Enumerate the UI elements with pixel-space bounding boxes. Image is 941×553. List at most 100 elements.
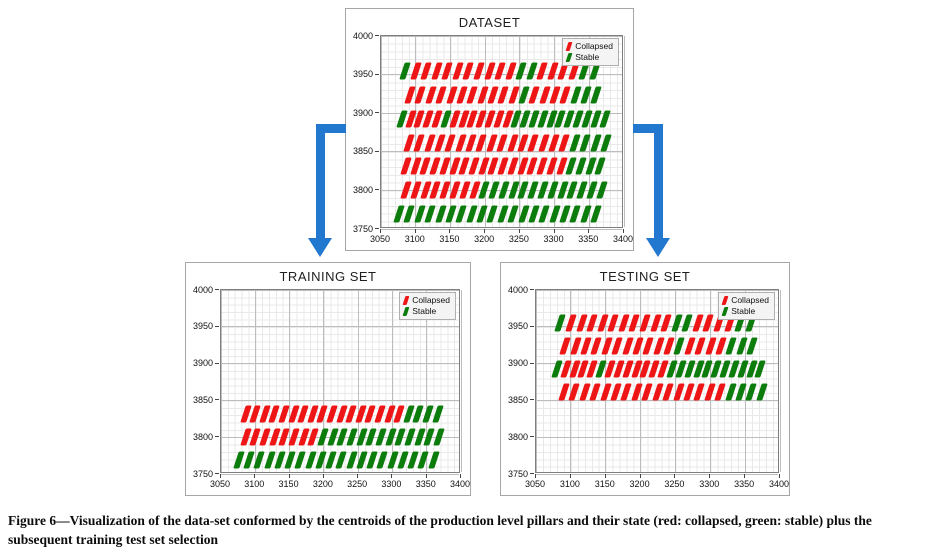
gridline	[744, 290, 746, 472]
y-tick	[215, 289, 219, 290]
x-tick	[709, 474, 711, 478]
y-tick-label: 4000	[352, 30, 373, 41]
x-tick	[460, 474, 461, 478]
gridline	[570, 290, 572, 472]
collapsed-pillar-marker	[414, 86, 427, 104]
stable-pillar-marker	[399, 62, 412, 80]
x-tick-label: 3400	[449, 479, 471, 489]
y-tick-label: 3750	[507, 468, 528, 479]
collapsed-pillar-marker	[445, 86, 458, 104]
x-tick	[604, 474, 606, 478]
gridline	[484, 36, 486, 227]
collapsed-pillar-marker	[462, 62, 475, 80]
legend-entry: Stable	[721, 306, 769, 317]
y-tick	[530, 362, 534, 364]
y-tick-label: 3900	[192, 358, 213, 369]
x-tick-label: 3250	[508, 234, 529, 244]
collapsed-pillar-marker	[473, 62, 485, 80]
stable-pillar-marker	[756, 383, 768, 401]
x-tick-label: 3350	[578, 234, 599, 244]
collapsed-pillar-marker	[704, 337, 717, 355]
gridline	[460, 290, 462, 472]
gridline	[380, 36, 382, 227]
stable-pillar-marker	[304, 451, 317, 469]
collapsed-pillar-marker	[476, 86, 489, 104]
y-tick	[215, 325, 219, 327]
gridline	[588, 36, 590, 227]
collapsed-pillar-marker	[423, 134, 436, 152]
x-tick-label: 3250	[664, 479, 685, 489]
y-tick	[530, 399, 534, 401]
x-tick-label: 3200	[474, 234, 495, 244]
gridline	[289, 290, 291, 472]
gridline	[779, 290, 781, 472]
collapsed-pillar-marker	[693, 383, 706, 401]
y-tick-label: 3800	[507, 431, 528, 442]
slash-marker-icon	[721, 296, 729, 305]
legend-entry: Collapsed	[721, 295, 769, 306]
collapsed-pillar-marker	[558, 134, 571, 152]
collapsed-pillar-marker	[651, 383, 664, 401]
collapsed-pillar-marker	[569, 337, 582, 355]
collapsed-pillar-marker	[694, 337, 706, 355]
x-tick	[569, 474, 571, 478]
gridline	[554, 36, 556, 227]
stable-pillar-marker	[376, 451, 389, 469]
x-tick	[322, 474, 324, 478]
stable-pillar-marker	[589, 134, 602, 152]
x-tick-label: 3100	[559, 479, 580, 489]
y-tick	[215, 399, 219, 401]
collapsed-pillar-marker	[565, 314, 577, 332]
x-tick-label: 3150	[278, 479, 299, 489]
gridline	[519, 36, 521, 227]
legend-label: Collapsed	[575, 41, 613, 51]
stable-pillar-marker	[746, 337, 758, 355]
x-tick	[254, 474, 256, 478]
collapsed-pillar-marker	[559, 337, 572, 355]
x-tick	[425, 474, 427, 478]
gridline	[254, 290, 256, 472]
arrow-horizontal-bar	[633, 124, 659, 133]
collapsed-pillar-marker	[578, 383, 591, 401]
slash-marker-icon	[565, 42, 573, 51]
x-tick-label: 3050	[524, 479, 546, 489]
collapsed-pillar-marker	[649, 314, 662, 332]
gridline	[323, 290, 325, 472]
y-tick	[375, 35, 379, 36]
x-tick	[288, 474, 290, 478]
stable-pillar-marker	[538, 205, 551, 223]
x-tick-label: 3050	[209, 479, 231, 489]
y-tick-label: 3900	[507, 358, 528, 369]
y-tick	[215, 362, 219, 364]
stable-pillar-marker	[431, 405, 444, 423]
y-tick	[530, 473, 534, 474]
gridline	[381, 35, 622, 37]
stable-pillar-marker	[569, 134, 581, 152]
collapsed-pillar-marker	[528, 86, 540, 104]
y-tick-label: 3800	[192, 431, 213, 442]
stable-pillar-marker	[417, 451, 430, 469]
collapsed-pillar-marker	[536, 62, 548, 80]
collapsed-pillar-marker	[466, 86, 478, 104]
stable-pillar-marker	[590, 205, 602, 223]
y-tick-label: 3850	[192, 394, 213, 405]
gridline	[640, 290, 642, 472]
collapsed-pillar-marker	[714, 383, 726, 401]
gridline	[220, 290, 222, 472]
collapsed-pillar-marker	[620, 383, 633, 401]
collapsed-pillar-marker	[537, 134, 550, 152]
gridline	[535, 290, 537, 472]
y-tick-label: 3850	[507, 394, 528, 405]
gridline	[449, 36, 451, 227]
arrow-down-icon	[646, 238, 670, 257]
x-tick	[535, 474, 536, 478]
arrow-horizontal-bar	[320, 124, 346, 133]
stable-pillar-marker	[554, 314, 567, 332]
y-tick	[375, 73, 379, 75]
x-tick	[588, 229, 590, 233]
collapsed-pillar-marker	[496, 134, 508, 152]
collapsed-pillar-marker	[607, 314, 620, 332]
